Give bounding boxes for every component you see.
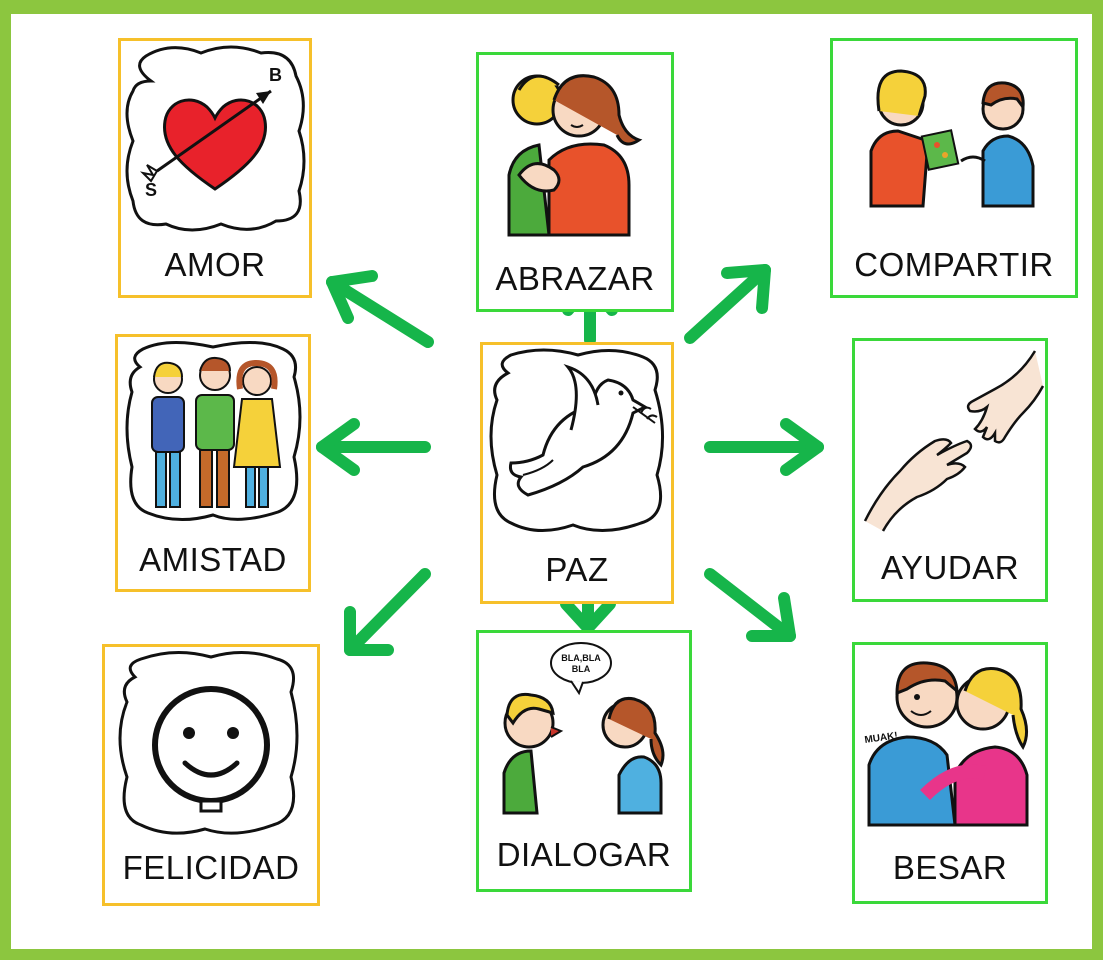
amor-label: AMOR [164, 246, 266, 283]
heart-letter-b: B [269, 65, 282, 85]
card-compartir: COMPARTIR [830, 38, 1078, 298]
card-amor: B S AMOR [118, 38, 312, 298]
paz-label: PAZ [545, 551, 609, 588]
speech-bubble: BLA,BLA BLA [561, 653, 601, 674]
dialogue-icon [502, 642, 665, 815]
heart-letters: B S [145, 65, 282, 200]
kiss-icon [867, 661, 1029, 827]
ayudar-label: AYUDAR [880, 549, 1020, 586]
smiley-face-icon [118, 650, 299, 835]
dove-icon [489, 348, 664, 533]
arrow-to-ayudar [704, 418, 824, 476]
card-paz: PAZ [480, 342, 674, 604]
card-ayudar: AYUDAR [852, 338, 1048, 602]
friends-group-icon [125, 340, 302, 522]
compartir-label: COMPARTIR [854, 246, 1054, 283]
heart-letter-s: S [145, 180, 157, 200]
arrow-to-amistad [316, 418, 431, 476]
hug-icon [507, 74, 643, 237]
card-felicidad: FELICIDAD [102, 644, 320, 906]
felicidad-label: FELICIDAD [122, 849, 300, 886]
kiss-sound-text: MUAK! [864, 730, 899, 746]
card-abrazar: ABRAZAR [476, 52, 674, 312]
card-amistad: AMISTAD [115, 334, 311, 592]
helping-hands-icon [863, 350, 1045, 532]
amistad-label: AMISTAD [139, 541, 287, 578]
arrow-to-amor [326, 270, 434, 348]
arrow-to-besar [704, 568, 796, 642]
besar-label: BESAR [892, 849, 1008, 886]
card-dialogar: BLA,BLA BLA DIALOGAR [476, 630, 692, 892]
dialogar-label: DIALOGAR [496, 836, 672, 873]
bubble-line-2: BLA [572, 664, 591, 674]
kiss-sound: MUAK! [864, 730, 899, 746]
card-besar: MUAK! BESAR [852, 642, 1048, 904]
heart-arrow-icon [125, 45, 306, 232]
share-gift-icon [869, 69, 1035, 208]
abrazar-label: ABRAZAR [495, 260, 655, 297]
arrow-to-felicidad [344, 568, 431, 656]
bubble-line-1: BLA,BLA [561, 653, 601, 663]
arrow-to-compartir [684, 264, 771, 344]
